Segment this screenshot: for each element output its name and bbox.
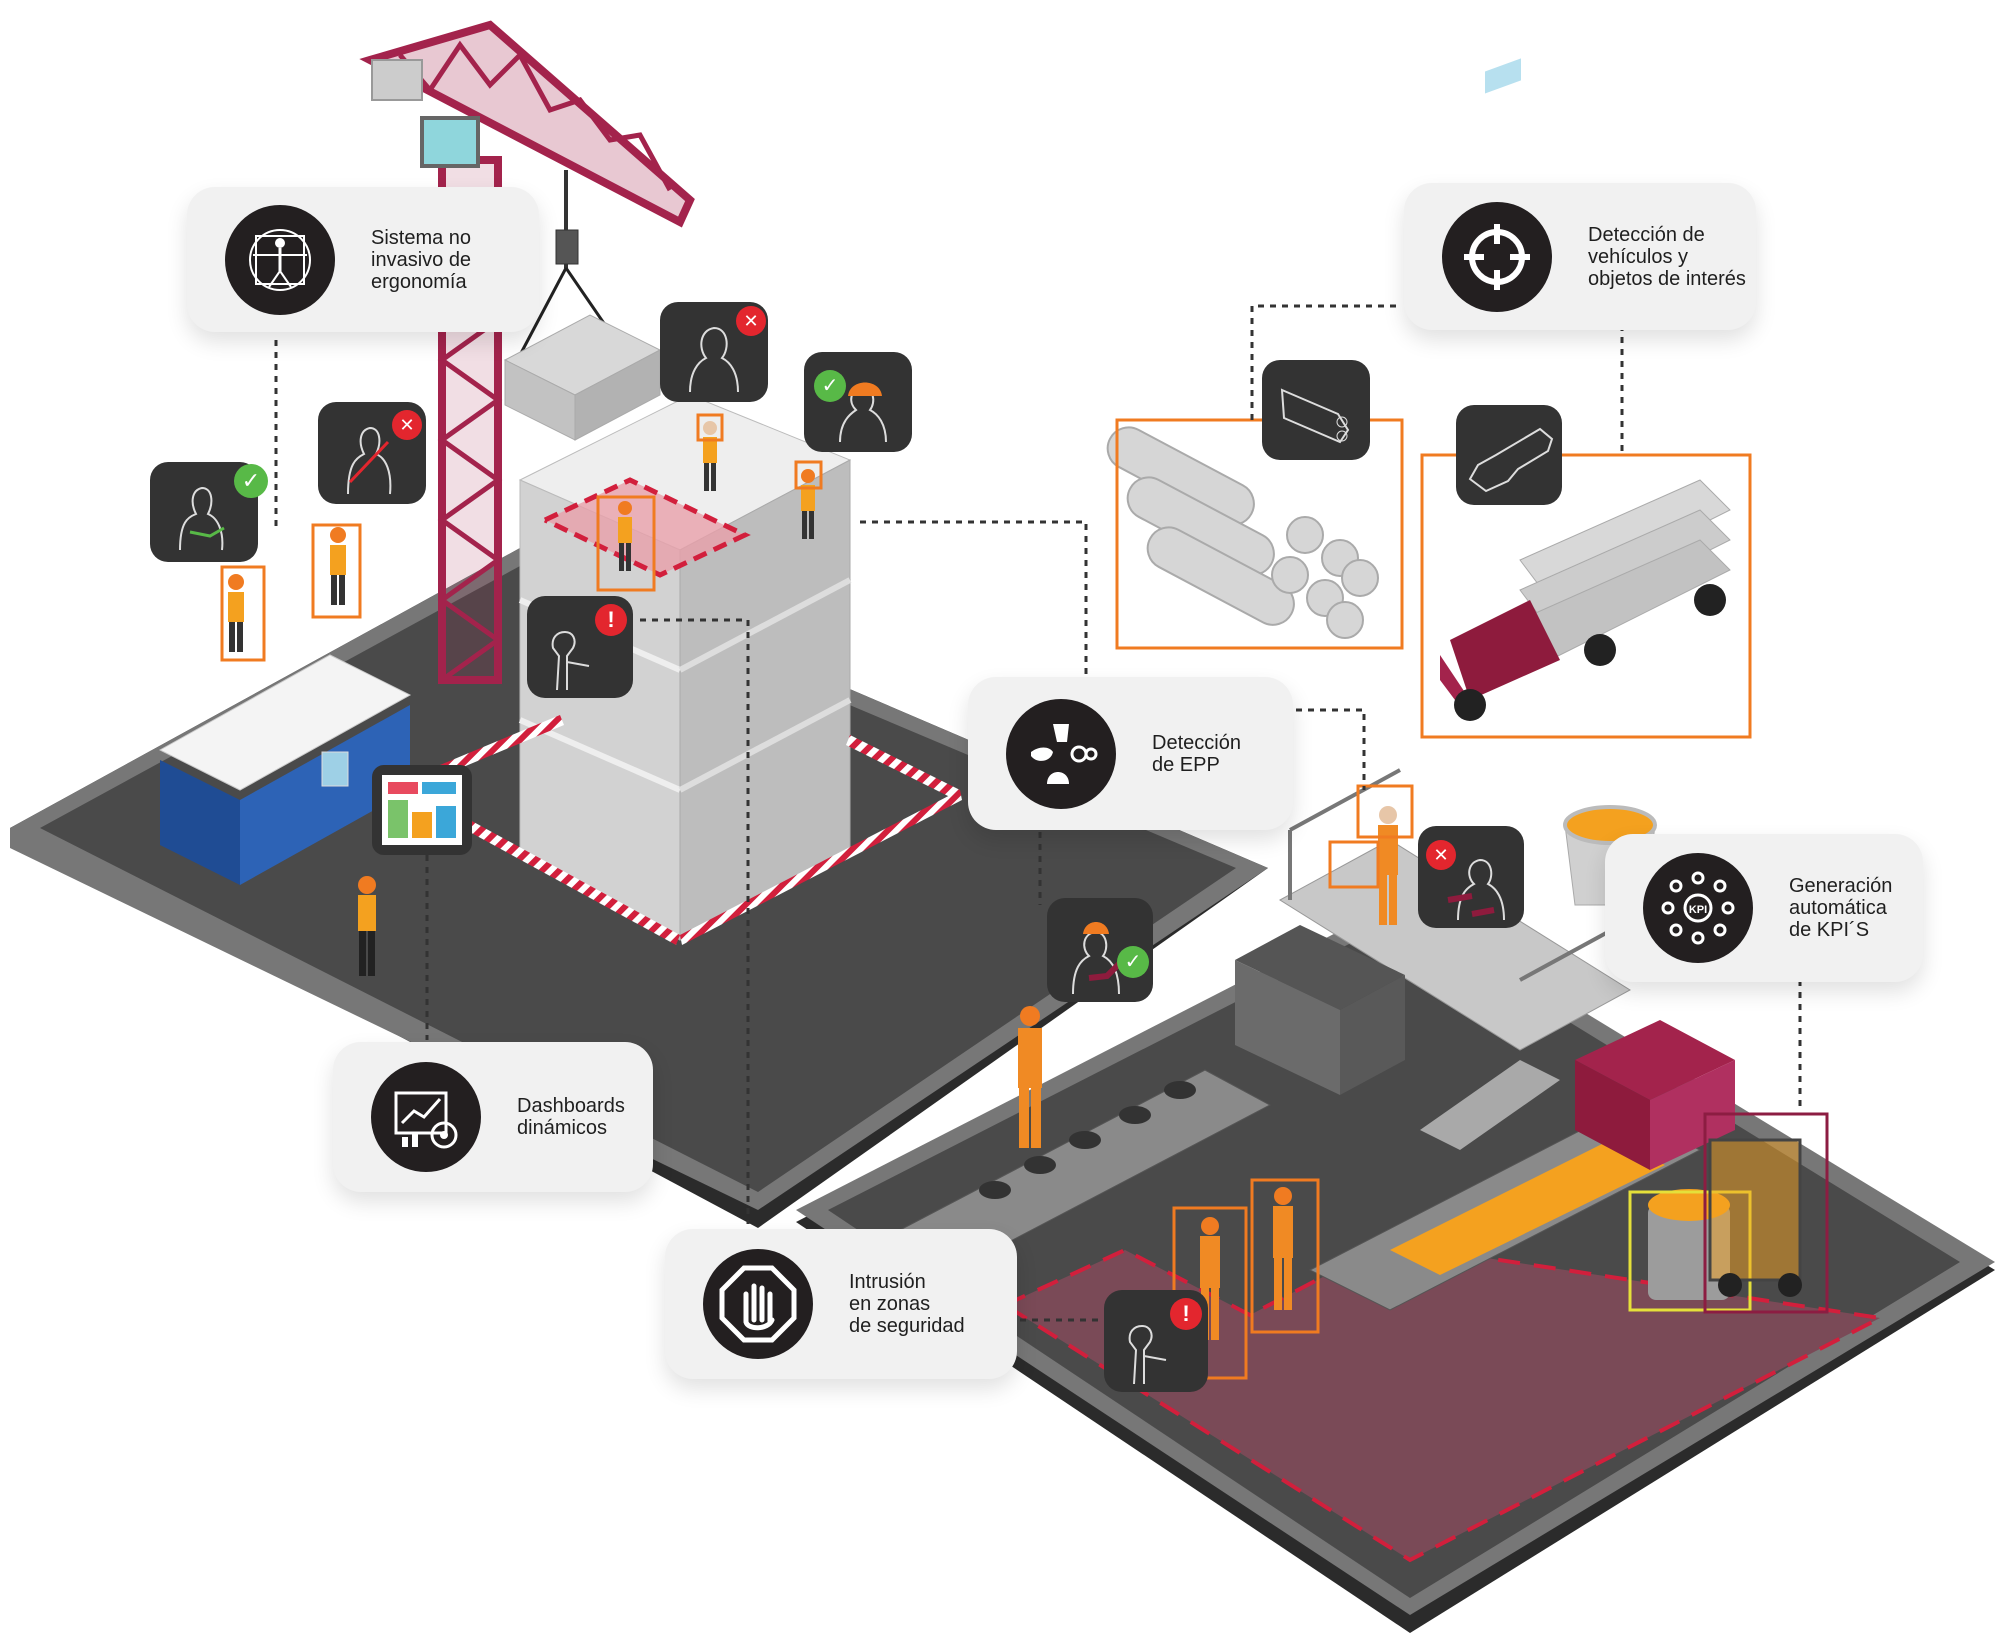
truck-detection-box	[1420, 453, 1752, 739]
ppe-ok-badge: ✓	[1047, 898, 1153, 1002]
head-outline-icon	[689, 326, 739, 393]
worker-roof-3	[618, 501, 632, 571]
hoisted-panels	[503, 267, 662, 441]
conveyor-right	[1308, 1109, 1702, 1311]
ok-check-icon: ✓	[814, 370, 846, 402]
vitruvian-man-icon	[225, 204, 335, 315]
ppe-gloves-mask-helmet-icon	[1006, 698, 1116, 809]
worker-ergonomics-left	[228, 574, 244, 652]
kpi-network-icon: KPI	[1643, 853, 1753, 963]
pipe-stack	[1106, 426, 1379, 639]
building-under-construction	[518, 394, 852, 941]
callout-epp: Detección de EPP	[968, 677, 1293, 830]
svg-text:KPI: KPI	[1689, 904, 1707, 916]
ergonomics-bad-badge: ✕	[318, 402, 426, 504]
no-helmet-badge: ✕	[660, 302, 768, 402]
callout-label: Sistema no invasivo de ergonomía	[371, 226, 472, 293]
dashboard-screen	[372, 765, 472, 855]
scrap-bin	[1235, 925, 1405, 1095]
truck-outline-icon	[1468, 427, 1554, 493]
callout-ergonomia: Sistema no invasivo de ergonomía	[187, 187, 539, 332]
error-x-icon: ✕	[736, 306, 766, 336]
helmet-ok-badge: ✓	[804, 352, 912, 452]
restricted-zone	[1005, 1243, 1880, 1560]
alert-exclamation-icon: !	[595, 604, 627, 636]
worker-detection-boxes	[220, 413, 1414, 1380]
callout-label: Dashboards dinámicos	[517, 1095, 625, 1139]
callout-label: Detección de vehículos y objetos de inte…	[1588, 223, 1746, 290]
dotted-connectors	[274, 304, 1802, 1322]
callout-label: Generación automática de KPI´S	[1789, 875, 1893, 941]
forklift-detection-box	[1703, 1112, 1829, 1314]
restricted-zone-border	[1003, 1240, 1887, 1563]
callout-vehiculos: Detección de vehículos y objetos de inte…	[1404, 183, 1756, 330]
intrusion-alert-badge-top: !	[527, 596, 633, 698]
pipe-stack-outline-icon	[1280, 388, 1350, 444]
crosshair-icon	[1442, 201, 1552, 312]
intrusion-alert-badge-bottom: !	[1104, 1290, 1208, 1392]
person-alert-icon	[551, 630, 590, 691]
truck-object-badge	[1456, 405, 1562, 505]
worker-gear-icon	[1447, 858, 1505, 921]
helmet-icon	[839, 382, 887, 443]
callout-label: Detección de EPP	[1152, 731, 1241, 776]
pipes-detection-box	[1115, 418, 1404, 650]
error-x-icon: ✕	[1426, 840, 1456, 870]
error-x-icon: ✕	[392, 410, 422, 440]
hazard-barrier	[440, 715, 962, 945]
worker-ladle	[1018, 1006, 1042, 1148]
worker-roof-1	[703, 421, 717, 491]
person-alert-icon	[1128, 1324, 1167, 1385]
posture-error-icon	[347, 426, 392, 495]
ok-check-icon: ✓	[234, 464, 268, 498]
ppe-error-badge: ✕	[1418, 826, 1524, 928]
forklift	[1708, 1138, 1802, 1297]
callout-kpi: KPI Generación automática de KPI´S	[1605, 834, 1923, 982]
worker-zone-2	[1273, 1187, 1293, 1310]
worker-dashboard	[358, 876, 376, 976]
callout-intrusion: Intrusión en zonas de seguridad	[665, 1229, 1017, 1379]
dashboard-analytics-icon	[371, 1062, 481, 1172]
worker-ergonomics-right	[330, 527, 346, 605]
stop-hand-icon	[703, 1249, 813, 1359]
callout-label: Intrusión en zonas de seguridad	[849, 1271, 965, 1337]
alert-exclamation-icon: !	[1170, 1298, 1202, 1330]
worker-roof-2	[801, 469, 815, 539]
callout-dashboards: Dashboards dinámicos	[333, 1042, 653, 1192]
ergonomics-ok-badge: ✓	[150, 462, 268, 562]
ok-check-icon: ✓	[1117, 946, 1149, 978]
pipes-object-badge	[1262, 360, 1370, 460]
site-office-container	[158, 654, 412, 885]
posture-check-icon	[179, 486, 225, 551]
furnace-unit	[1575, 1020, 1735, 1170]
logging-truck	[1440, 58, 1731, 721]
mezzanine-platform	[1279, 768, 1631, 1150]
